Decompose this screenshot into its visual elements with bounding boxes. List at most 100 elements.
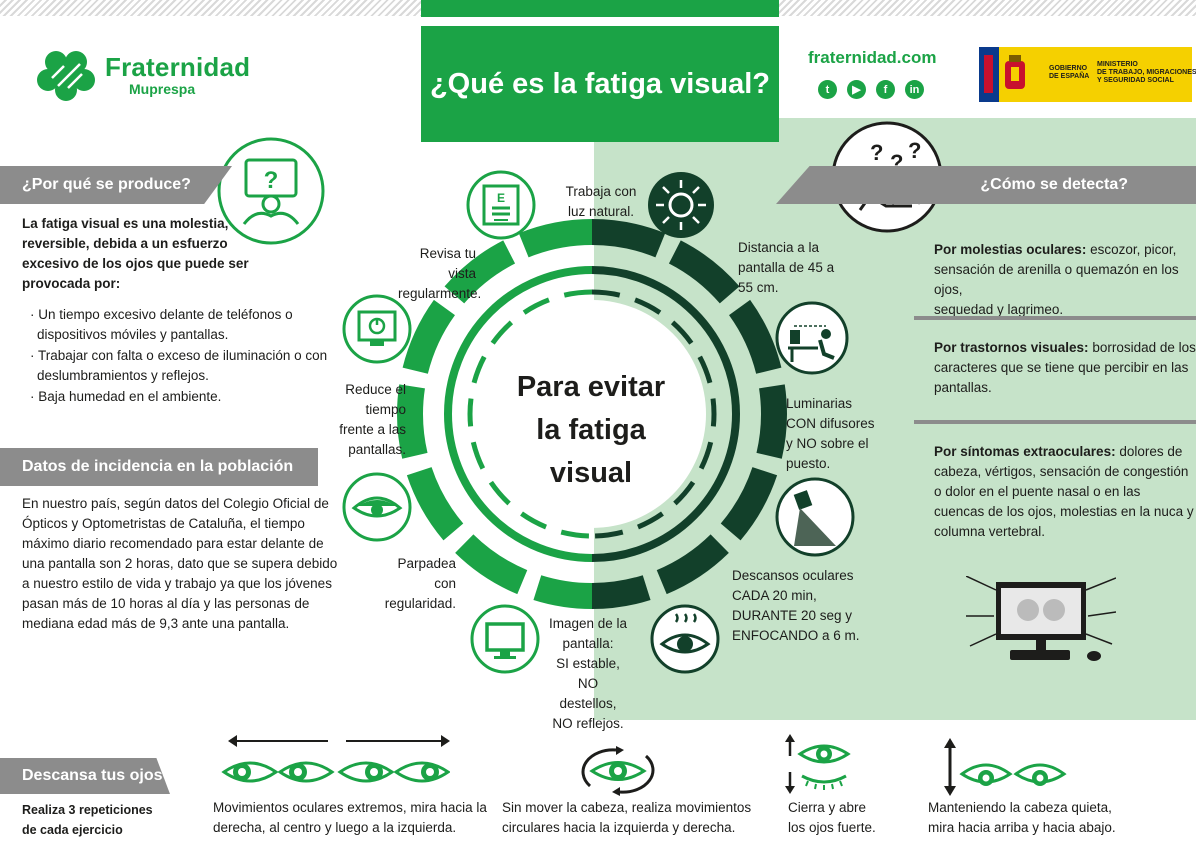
exercise-line: los ojos fuerte. [788, 820, 876, 835]
tip-line: NO destellos, [559, 676, 617, 711]
tip-line: Revisa tu vista [419, 246, 476, 281]
wheel-center-title: Para evitar la fatiga visual [505, 366, 677, 495]
eyes-left-right-icon [221, 761, 450, 783]
incidence-line: Ópticos y Optometristas de Cataluña, el … [22, 516, 305, 531]
exercise-line: Movimientos oculares extremos, mira haci… [213, 800, 487, 815]
tip-blink: Parpadea con regularidad. [378, 554, 456, 614]
exercise-4-label: Manteniendo la cabeza quieta, mira hacia… [928, 798, 1116, 838]
detect-item-line: columna vertebral. [934, 524, 1046, 539]
why-intro-line: La fatiga visual es una molestia, [22, 216, 229, 231]
coat-of-arms-icon [1005, 55, 1025, 89]
why-heading: ¿Por qué se produce? [22, 176, 191, 193]
detect-item-1: Por molestias oculares: escozor, picor, … [934, 240, 1196, 320]
tip-line: pantalla de 45 a [738, 260, 835, 275]
monitor-icon [470, 604, 540, 674]
detect-separator [914, 420, 1196, 424]
tip-line: luz natural. [567, 204, 635, 219]
detect-item-bold: Por síntomas extraoculares: [934, 444, 1116, 459]
tip-screen-distance: Distancia a la pantalla de 45 a 55 cm. [738, 238, 834, 298]
website-link[interactable]: fraternidad.com [808, 48, 937, 67]
tip-line: ENFOCANDO a 6 m. [732, 628, 860, 643]
tip-line: CON difusores [786, 416, 875, 431]
left-arrow-head-icon [228, 735, 237, 747]
exercise-line: Manteniendo la cabeza quieta, [928, 800, 1112, 815]
tip-line: Parpadea con [397, 556, 456, 591]
tip-line: regularmente. [398, 286, 482, 301]
fraternidad-logo[interactable] [34, 48, 100, 102]
rest-sub-line: de cada ejercicio [22, 823, 123, 837]
detect-heading-bar: ¿Cómo se detecta? [776, 166, 1196, 204]
incidence-line: En nuestro país, según datos del Colegio… [22, 496, 329, 511]
prevention-wheel [390, 212, 794, 616]
tip-line: Trabaja con [565, 184, 637, 199]
detect-item-line: o dolor en el puente nasal o en las [934, 484, 1141, 499]
gov-left-text: GOBIERNO DE ESPAÑA [1049, 65, 1090, 80]
why-bullet-1: · Un tiempo excesivo delante de teléfono… [30, 305, 293, 345]
tip-line: pantallas. [348, 442, 406, 457]
exercise-line: derecha, al centro y luego a la izquierd… [213, 820, 457, 835]
svg-text:?: ? [870, 140, 883, 165]
government-logo: GOBIERNO DE ESPAÑA MINISTERIO DE TRABAJO… [979, 47, 1196, 102]
tip-reduce-screen: Reduce el tiempo frente a las pantallas. [308, 380, 406, 460]
tip-check-vision: Revisa tu vista regularmente. [398, 244, 482, 304]
center-line: la fatiga [536, 414, 646, 446]
spain-flag-icon [979, 47, 999, 102]
incidence-text: En nuestro país, según datos del Colegio… [22, 494, 337, 634]
eye-blink-icon [342, 472, 412, 542]
tip-line: 55 cm. [738, 280, 779, 295]
exercise-1-label: Movimientos oculares extremos, mira haci… [213, 798, 487, 838]
incidence-line: mediana edad más de 9,3 ante una pantall… [22, 616, 290, 631]
exercise-3-label: Cierra y abre los ojos fuerte. [788, 798, 876, 838]
center-line: visual [549, 457, 633, 489]
tip-eye-breaks: Descansos oculares CADA 20 min, DURANTE … [732, 566, 860, 646]
twitter-icon[interactable]: t [818, 80, 837, 99]
detect-item-line: cabeza, vértigos, sensación de congestió… [934, 464, 1189, 479]
tip-line: DURANTE 20 seg y [732, 608, 853, 623]
tip-line: Reduce el tiempo [345, 382, 406, 417]
eye-chart-icon: E [466, 170, 536, 240]
exercise-line: Cierra y abre [788, 800, 867, 815]
top-stripes-left [0, 0, 421, 16]
why-bullet-3: · Baja humedad en el ambiente. [30, 387, 221, 407]
tip-line: Distancia a la [738, 240, 820, 255]
tip-line: Descansos oculares [732, 568, 854, 583]
exercise-line: circulares hacia la izquierda y derecha. [502, 820, 736, 835]
detect-item-3: Por síntomas extraoculares: dolores de c… [934, 442, 1194, 542]
eye-open-close-icon [785, 734, 851, 794]
youtube-icon[interactable]: ▶ [847, 80, 866, 99]
incidence-line: máximo diario recomendado para estar del… [22, 536, 324, 551]
incidence-line: pasan más de 10 horas al día y las perso… [22, 596, 310, 611]
tip-line: Imagen de la [548, 616, 628, 631]
detect-separator [914, 316, 1196, 320]
computer-strain-icon [965, 575, 1117, 666]
rest-sub-line: Realiza 3 repeticiones [22, 803, 153, 817]
why-heading-bar: ¿Por qué se produce? [0, 166, 232, 204]
tip-lighting: Luminarias CON difusores y NO sobre el p… [786, 394, 875, 474]
detect-item-2: Por trastornos visuales: borrosidad de l… [934, 338, 1196, 398]
right-arrow-icon [346, 740, 442, 742]
incidence-line: una pantalla son 2 horas, dato que se su… [22, 556, 338, 571]
tip-line: frente a las [339, 422, 406, 437]
incidence-line: a nuestro estilo de vida y trabajo ya qu… [22, 576, 332, 591]
why-bullet-line: deslumbramientos y reflejos. [37, 368, 209, 383]
why-bullet-line: · Un tiempo excesivo delante de teléfono… [30, 307, 293, 322]
exercise-2-label: Sin mover la cabeza, realiza movimientos… [502, 798, 751, 838]
brand-subtitle: Muprespa [129, 81, 196, 97]
detect-item-line: caracteres que se tiene que percibir en … [934, 360, 1189, 375]
clover-icon [37, 51, 95, 101]
why-intro-line: provocada por: [22, 276, 121, 291]
facebook-icon[interactable]: f [876, 80, 895, 99]
tip-line: regularidad. [384, 596, 456, 611]
linkedin-icon[interactable]: in [905, 80, 924, 99]
why-bullet-line: · Trabajar con falta o exceso de ilumina… [30, 348, 328, 363]
left-arrow-icon [232, 740, 328, 742]
question-person-icon: ? [216, 136, 326, 246]
incidence-heading: Datos de incidencia en la población [22, 458, 294, 475]
incidence-heading-bar: Datos de incidencia en la población [0, 448, 318, 486]
tip-line: Luminarias [786, 396, 853, 411]
center-line: Para evitar [516, 371, 666, 403]
lamp-icon [774, 476, 856, 558]
brand-name: Fraternidad [105, 52, 251, 82]
tip-line: NO reflejos. [552, 716, 624, 731]
eye-circular-motion-icon [581, 746, 655, 796]
